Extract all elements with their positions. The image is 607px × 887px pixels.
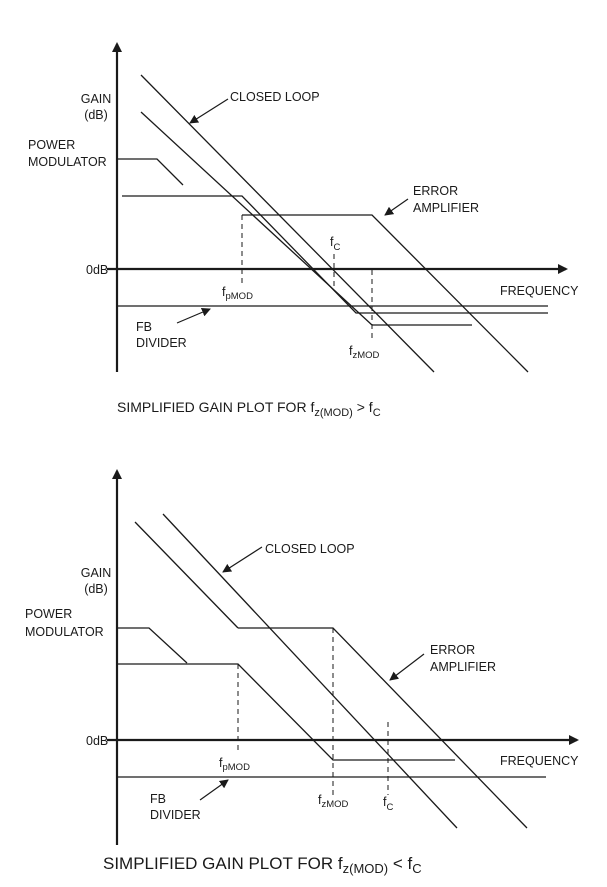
top-power-modulator-line-upper <box>117 158 184 186</box>
bottom-frequency-label: FREQUENCY <box>500 754 579 768</box>
bottom-closed-loop-pointer <box>222 546 263 573</box>
top-closed-loop-line-2 <box>140 111 373 326</box>
top-0db-label: 0dB <box>86 263 108 277</box>
bottom-fb-label: FB <box>150 792 166 806</box>
top-gain-plot: GAIN (dB) CLOSED LOOP POWER MODULATOR ER… <box>28 42 579 419</box>
top-fc-label: fC <box>330 235 340 253</box>
top-closed-loop-line <box>140 74 435 373</box>
top-frequency-label: FREQUENCY <box>500 284 579 298</box>
bottom-0db-label: 0dB <box>86 734 108 748</box>
top-power-modulator-curve <box>122 195 548 314</box>
bottom-power-label: POWER <box>25 607 72 621</box>
top-db-label: (dB) <box>84 108 108 122</box>
top-closed-loop-label: CLOSED LOOP <box>230 90 320 104</box>
bottom-fzmod-label: fzMOD <box>318 793 349 810</box>
bottom-error-amplifier-pointer <box>389 653 425 681</box>
bottom-gain-plot: GAIN (dB) CLOSED LOOP POWER MODULATOR ER… <box>25 469 579 876</box>
top-fzmod-label: fzMOD <box>349 344 380 361</box>
bottom-error-label: ERROR <box>430 643 475 657</box>
bottom-closed-loop-line <box>162 513 458 829</box>
bottom-gain-label: GAIN <box>81 566 112 580</box>
top-error-label: ERROR <box>413 184 458 198</box>
top-amplifier-label: AMPLIFIER <box>413 201 479 215</box>
top-fb-label: FB <box>136 320 152 334</box>
top-caption: SIMPLIFIED GAIN PLOT FOR fz(MOD) > fC <box>117 399 381 419</box>
top-gain-label: GAIN <box>81 92 112 106</box>
top-fb-divider-pointer <box>176 307 211 324</box>
top-error-amplifier-pointer <box>384 198 409 216</box>
bottom-divider-label: DIVIDER <box>150 808 201 822</box>
top-fpmod-label: fpMOD <box>222 285 253 302</box>
bottom-fb-divider-pointer <box>199 779 229 801</box>
bottom-caption: SIMPLIFIED GAIN PLOT FOR fz(MOD) < fC <box>103 854 422 876</box>
bottom-fpmod-label: fpMOD <box>219 756 250 773</box>
bottom-closed-loop-label: CLOSED LOOP <box>265 542 355 556</box>
bottom-modulator-label: MODULATOR <box>25 625 104 639</box>
bottom-db-label: (dB) <box>84 582 108 596</box>
top-error-amplifier-curve <box>242 214 529 373</box>
bottom-fc-label: fC <box>383 795 393 813</box>
top-modulator-label: MODULATOR <box>28 155 107 169</box>
bottom-power-modulator-line-upper <box>117 627 188 664</box>
bottom-closed-loop-line-2 <box>134 521 239 629</box>
top-power-label: POWER <box>28 138 75 152</box>
bottom-amplifier-label: AMPLIFIER <box>430 660 496 674</box>
bottom-power-modulator-curve <box>117 663 455 761</box>
top-divider-label: DIVIDER <box>136 336 187 350</box>
top-closed-loop-pointer <box>189 98 229 124</box>
